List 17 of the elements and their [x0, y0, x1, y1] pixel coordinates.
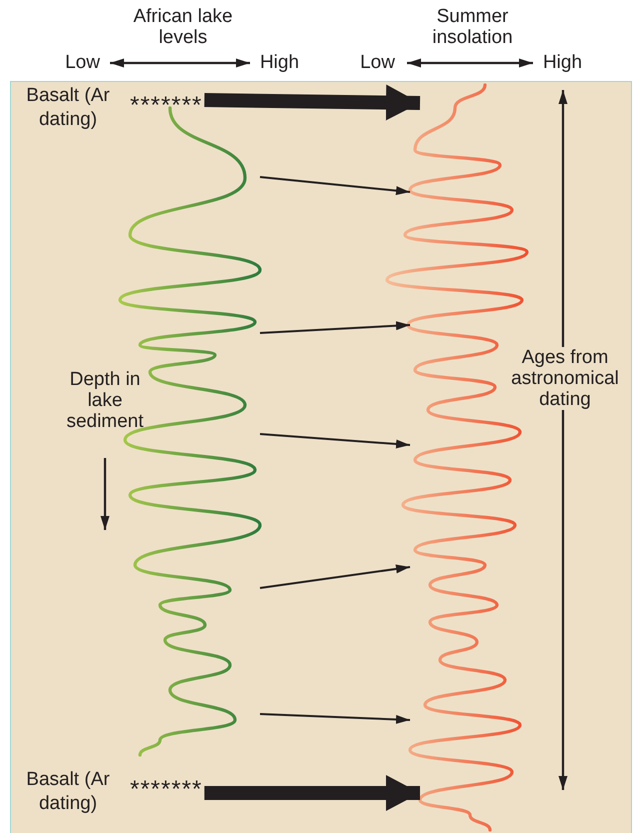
arrow: [260, 176, 410, 196]
axis-title: African lake levels: [133, 6, 233, 48]
arrow: [260, 564, 410, 589]
arrow: [260, 321, 410, 334]
basalt-marker: *******: [130, 92, 202, 120]
axis-end-label: Low: [64, 52, 101, 73]
axis-title: Summer insolation: [431, 6, 514, 48]
axis-end-label: High: [258, 52, 300, 73]
axis-end-label: High: [542, 52, 584, 73]
axis-end-label: Low: [359, 52, 396, 73]
arrow: [260, 713, 410, 724]
layer-name: Basalt (Ar dating): [25, 768, 111, 816]
arrow: [204, 775, 420, 811]
basalt-marker: *******: [130, 776, 202, 804]
layer-name: Basalt (Ar dating): [25, 84, 111, 132]
arrow: [260, 433, 410, 448]
axis-label: Depth in lake sediment: [65, 369, 145, 432]
